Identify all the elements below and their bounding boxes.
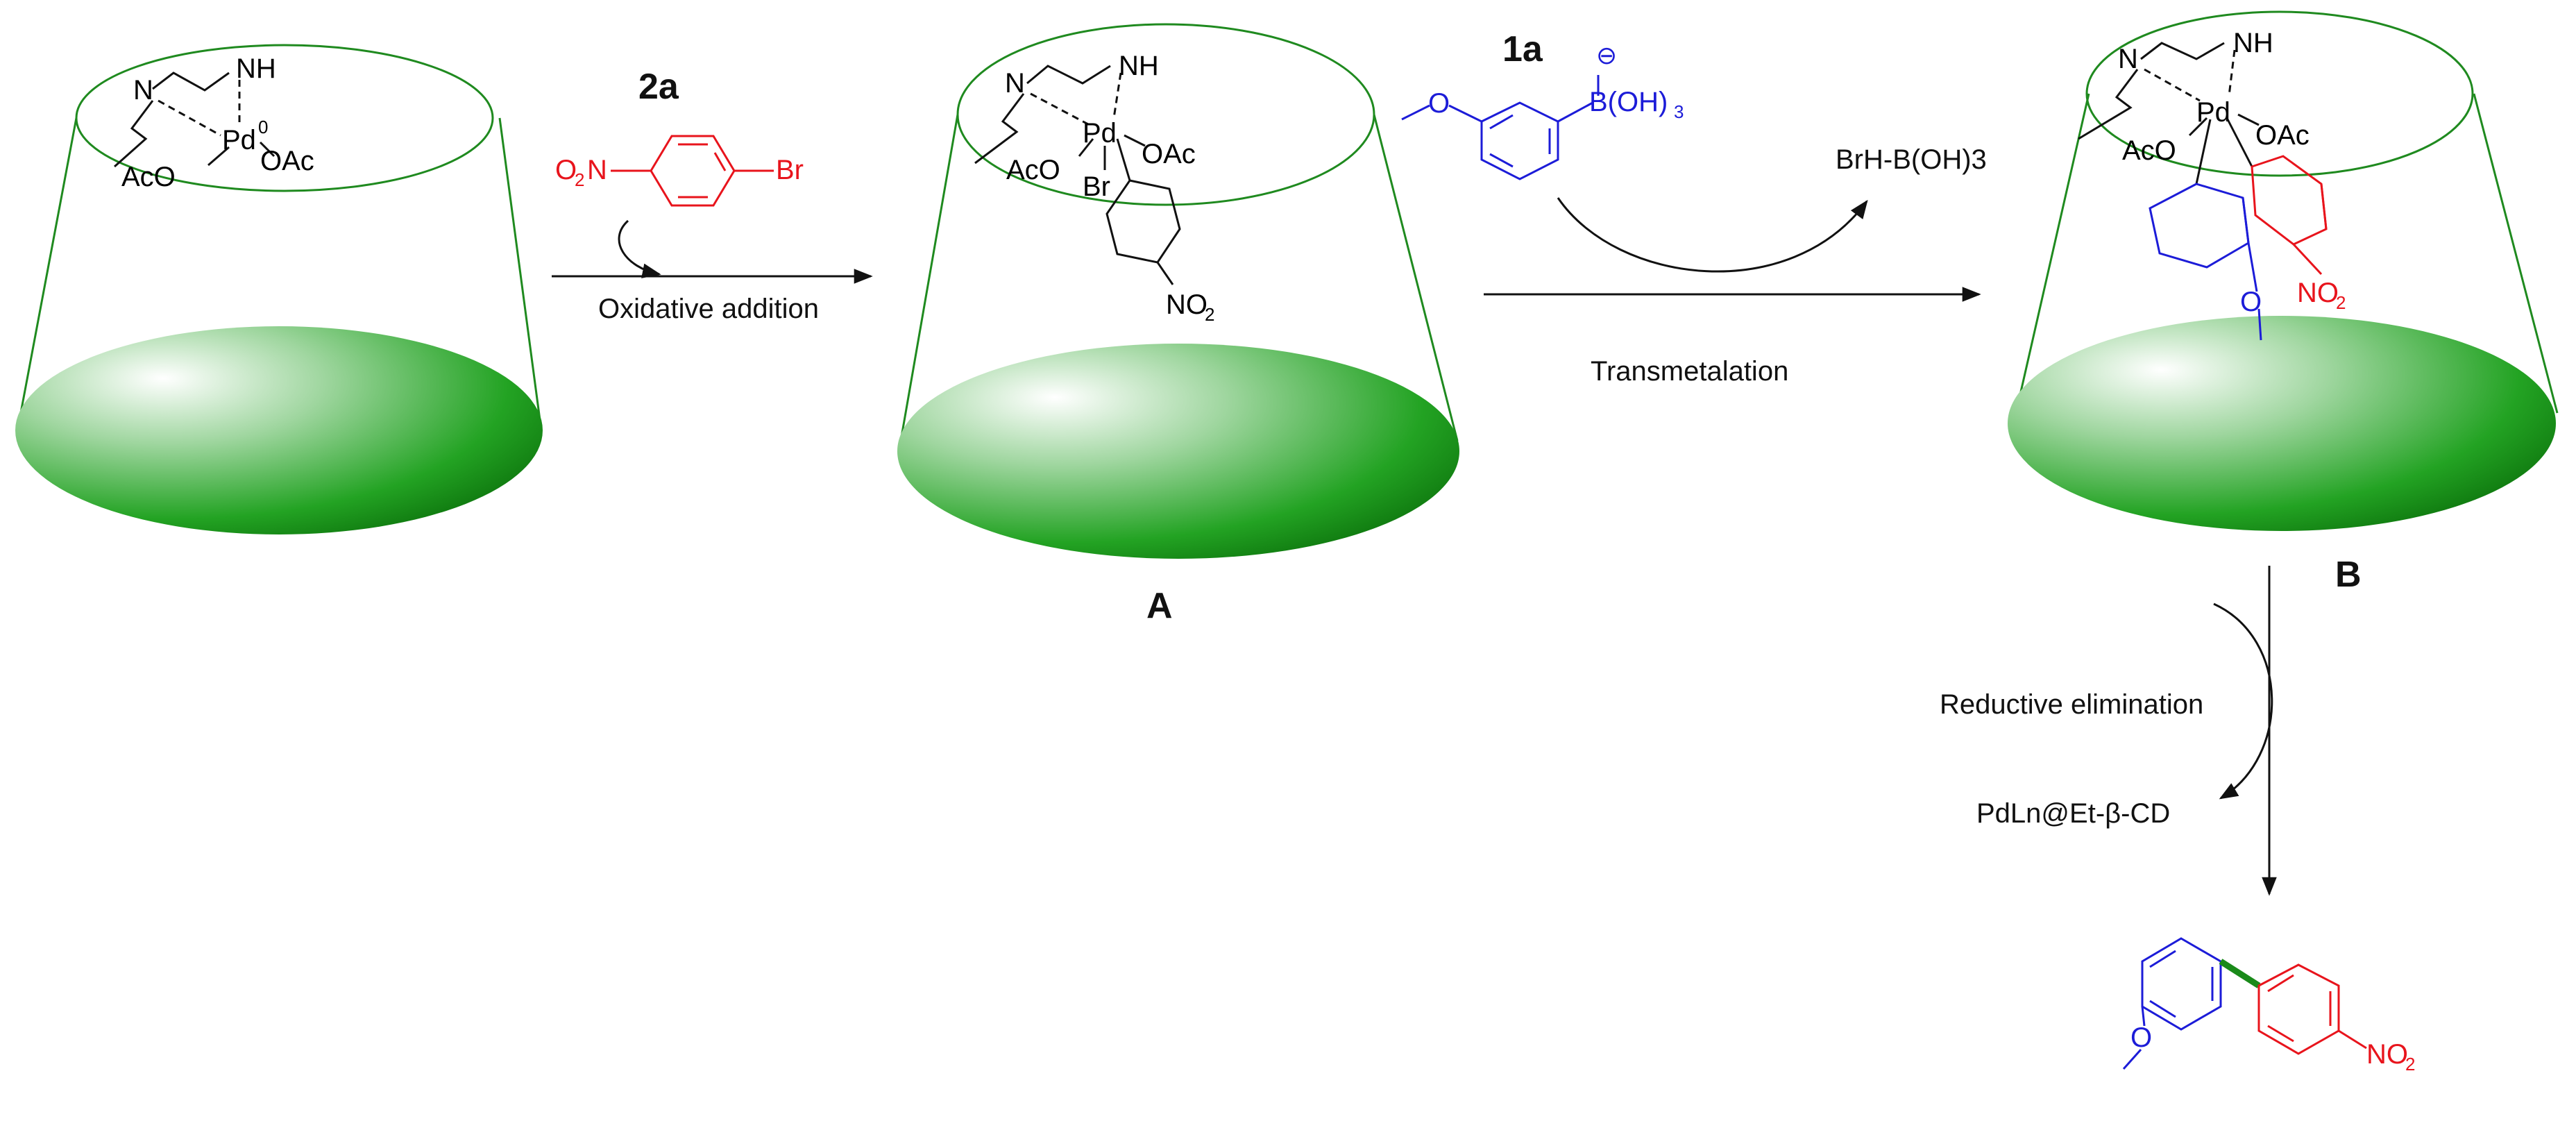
cone-complex-b: N NH Pd AcO OAc O NO 2 B bbox=[2008, 10, 2559, 595]
pd0-oxidation-state: 0 bbox=[258, 117, 268, 137]
reagent-1a-o: O bbox=[1428, 88, 1450, 119]
b-blue-ring bbox=[2149, 183, 2262, 341]
arrow-oxidative-addition: Oxidative addition bbox=[552, 219, 873, 324]
a-pd: Pd bbox=[1083, 118, 1117, 149]
reagent-1a-boronate-sub: 3 bbox=[1674, 101, 1684, 122]
reductive-elimination-label: Reductive elimination bbox=[1940, 689, 2203, 720]
b-no2: NO bbox=[2297, 278, 2339, 308]
product-no2-sub: 2 bbox=[2405, 1054, 2415, 1075]
b-o: O bbox=[2240, 287, 2262, 317]
reagent-2a-o-sub: 2 bbox=[575, 169, 584, 190]
reagent-1a-label: 1a bbox=[1502, 29, 1543, 69]
reagent-2a-o: O bbox=[555, 155, 577, 185]
pd0-oac: OAc bbox=[260, 146, 314, 176]
catalyst-label: PdLn@Et-β-CD bbox=[1976, 798, 2170, 829]
cone-base-disc bbox=[2008, 316, 2556, 531]
reagent-1a-ring bbox=[1401, 75, 1600, 180]
cone-base-disc bbox=[15, 326, 543, 534]
reagent-2a-br: Br bbox=[776, 155, 804, 185]
cone-base-disc bbox=[897, 344, 1459, 559]
new-cc-bond bbox=[2219, 959, 2261, 988]
product-red-ring bbox=[2257, 963, 2367, 1055]
arrow-transmetalation: BrH-B(OH)3 Transmetalation bbox=[1484, 144, 1987, 387]
reagent-1a: 1a ⊖ O B(OH) 3 bbox=[1401, 29, 1684, 180]
a-oac: OAc bbox=[1142, 139, 1196, 169]
pd0-aco: AcO bbox=[121, 162, 176, 192]
reagent-2a-n: N bbox=[587, 155, 607, 185]
cone-rim bbox=[75, 44, 494, 192]
product-o: O bbox=[2130, 1022, 2152, 1053]
cone-rim bbox=[2085, 10, 2474, 177]
b-no2-sub: 2 bbox=[2336, 292, 2346, 313]
a-aco: AcO bbox=[1006, 155, 1060, 185]
cone-pd0: N NH Pd 0 AcO OAc bbox=[15, 44, 543, 534]
arrow-reductive-elimination: Reductive elimination PdLn@Et-β-CD bbox=[1940, 566, 2277, 896]
b-nh: NH bbox=[2233, 28, 2273, 58]
pd0-nh: NH bbox=[236, 53, 276, 84]
reagent-1a-boronate: B(OH) bbox=[1589, 87, 1668, 117]
cone-complex-a: N NH Pd AcO OAc Br NO 2 A bbox=[897, 23, 1459, 626]
b-aco: AcO bbox=[2122, 135, 2176, 166]
reagent-2a-label: 2a bbox=[638, 67, 679, 107]
transmetalation-label: Transmetalation bbox=[1591, 356, 1788, 387]
a-nh: NH bbox=[1119, 51, 1159, 81]
b-n: N bbox=[2118, 44, 2138, 74]
product-biaryl: O NO 2 bbox=[2122, 937, 2415, 1075]
pd0-n: N bbox=[133, 75, 153, 106]
a-n: N bbox=[1005, 68, 1025, 99]
reagent-2a-ring bbox=[611, 135, 774, 207]
a-br: Br bbox=[1083, 171, 1110, 202]
b-oac: OAc bbox=[2255, 120, 2310, 151]
byproduct-label: BrH-B(OH)3 bbox=[1836, 144, 1987, 175]
a-no2-sub: 2 bbox=[1205, 304, 1214, 325]
b-red-ring bbox=[2251, 155, 2328, 276]
a-no2: NO bbox=[1166, 289, 1208, 320]
reagent-1a-charge: ⊖ bbox=[1596, 41, 1617, 69]
complex-b-label: B bbox=[2335, 555, 2362, 595]
product-no2: NO bbox=[2366, 1039, 2408, 1070]
oxidative-addition-label: Oxidative addition bbox=[598, 294, 819, 324]
b-pd: Pd bbox=[2196, 97, 2230, 128]
pd0-pd: Pd bbox=[222, 125, 256, 155]
complex-a-label: A bbox=[1146, 586, 1173, 626]
reagent-2a: 2a O 2 N Br bbox=[555, 67, 804, 207]
cone-rim bbox=[956, 23, 1375, 206]
